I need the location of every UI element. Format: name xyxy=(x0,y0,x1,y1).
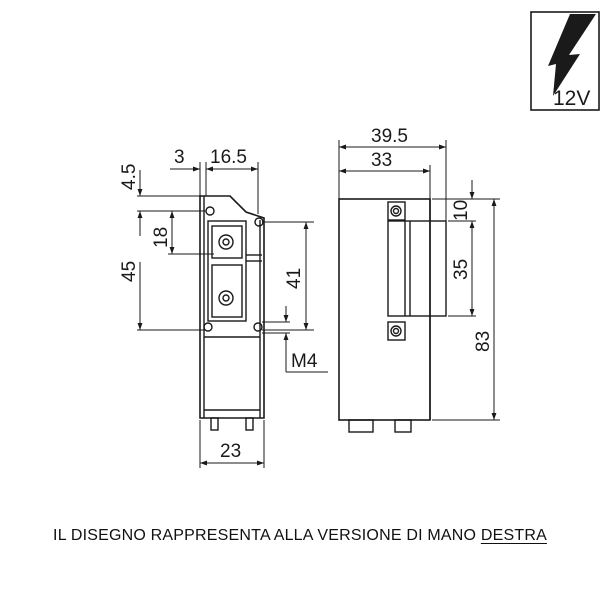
side-view xyxy=(338,198,447,433)
dim-screw-thread: M4 xyxy=(291,351,318,372)
dim-total-depth: 39.5 xyxy=(371,126,408,147)
dim-latch-offset: 10 xyxy=(451,200,472,221)
voltage-label: 12V xyxy=(553,87,590,110)
dim-plate-step: 3 xyxy=(174,147,185,168)
lightning-bolt-icon xyxy=(548,14,596,96)
caption-text: IL DISEGNO RAPPRESENTA ALLA VERSIONE DI … xyxy=(53,527,481,544)
dim-total-height: 83 xyxy=(473,331,494,352)
dim-hole-spacing: 41 xyxy=(284,268,305,289)
dim-body-width: 23 xyxy=(220,441,241,462)
voltage-badge: 12V xyxy=(530,11,600,111)
front-view xyxy=(199,195,265,431)
dim-top-offset: 4.5 xyxy=(119,164,140,190)
dim-front-width-top: 16.5 xyxy=(210,147,247,168)
dim-screw-spacing: 18 xyxy=(151,227,172,248)
dim-plate-height: 45 xyxy=(119,261,140,282)
drawing-caption: IL DISEGNO RAPPRESENTA ALLA VERSIONE DI … xyxy=(0,527,600,545)
dim-body-depth: 33 xyxy=(371,150,392,171)
dim-latch-height: 35 xyxy=(451,259,472,280)
caption-underlined: DESTRA xyxy=(480,527,547,544)
